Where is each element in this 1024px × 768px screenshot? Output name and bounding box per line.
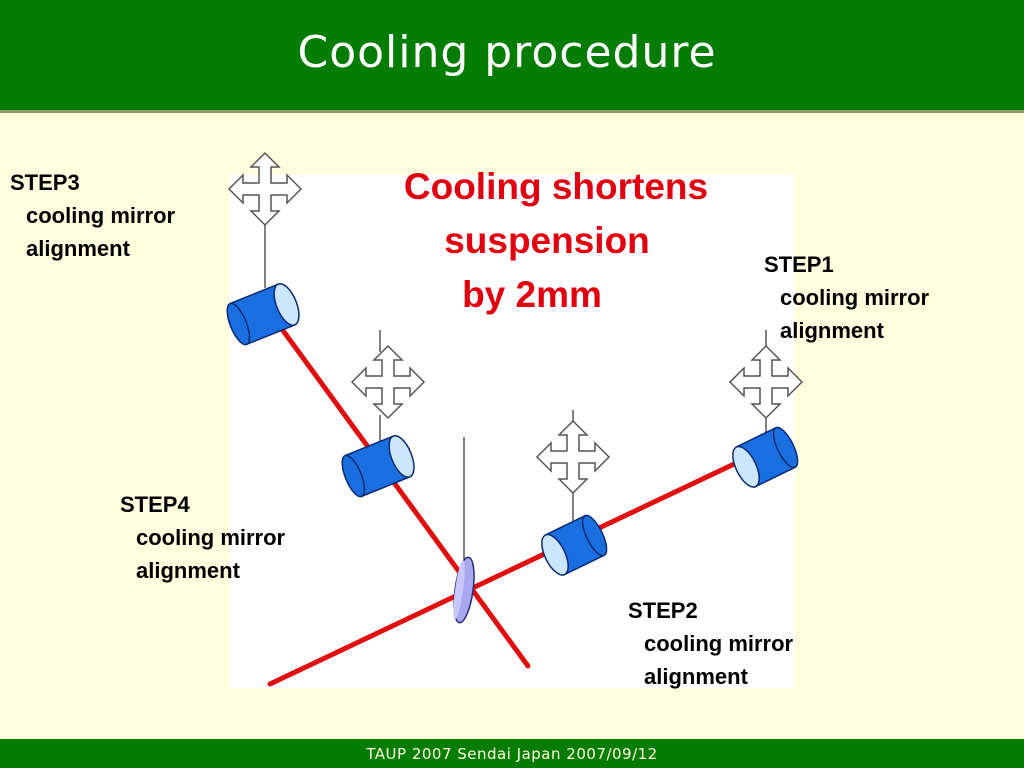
- diagram-panel: [229, 175, 795, 688]
- step2-title: STEP2: [628, 598, 698, 623]
- step1-label: STEP1 cooling mirror alignment: [764, 248, 929, 347]
- step4-description-2: alignment: [136, 558, 240, 583]
- laser-beam-diagonal-arm: [265, 307, 531, 669]
- callout-line-3: by 2mm: [462, 274, 602, 315]
- slide-title: Cooling procedure: [297, 27, 717, 78]
- step3-label: STEP3 cooling mirror alignment: [10, 166, 175, 265]
- mirror-step3: [226, 283, 300, 346]
- mirror-step4: [341, 435, 415, 498]
- mirror-step2: [541, 514, 608, 576]
- step3-title: STEP3: [10, 170, 80, 195]
- step1-description: cooling mirror: [780, 285, 930, 310]
- step4-description: cooling mirror: [136, 525, 286, 550]
- step4-label: STEP4 cooling mirror alignment: [120, 488, 285, 587]
- step4-title: STEP4: [120, 492, 190, 517]
- step2-description-2: alignment: [644, 664, 748, 689]
- step2-label: STEP2 cooling mirror alignment: [628, 594, 793, 693]
- step3-description: cooling mirror: [26, 203, 176, 228]
- callout-line-1: Cooling shortens: [403, 166, 709, 207]
- title-bar: Cooling procedure: [0, 0, 1024, 113]
- step1-description-2: alignment: [780, 318, 884, 343]
- footer-text: TAUP 2007 Sendai Japan 2007/09/12: [366, 745, 658, 763]
- step3-description-2: alignment: [26, 236, 130, 261]
- step1-title: STEP1: [764, 252, 834, 277]
- step2-description: cooling mirror: [644, 631, 794, 656]
- cooling-callout: Cooling shortens suspension by 2mm: [336, 160, 776, 322]
- laser-beams: [265, 307, 773, 687]
- callout-line-2: suspension: [444, 220, 650, 261]
- mirror-step1: [732, 426, 799, 488]
- beam-splitter: [453, 556, 475, 624]
- footer-bar: TAUP 2007 Sendai Japan 2007/09/12: [0, 739, 1024, 768]
- laser-beam-long-arm: [267, 444, 773, 687]
